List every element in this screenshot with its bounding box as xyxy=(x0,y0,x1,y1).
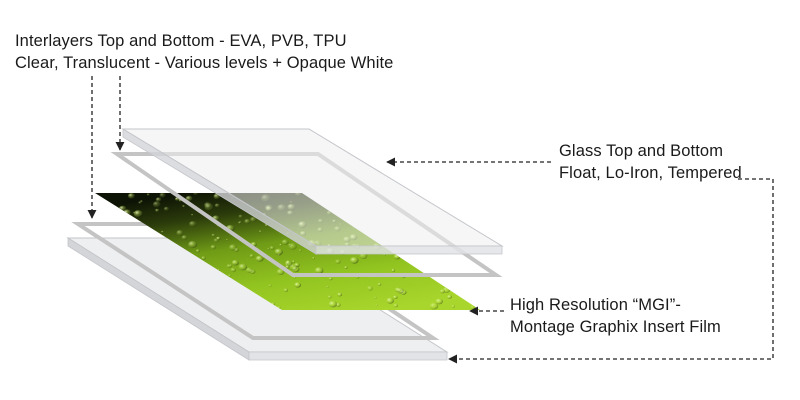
water-droplet xyxy=(244,219,251,224)
water-droplet xyxy=(396,287,404,294)
water-droplet xyxy=(374,296,377,299)
water-droplet xyxy=(163,206,170,211)
water-droplet xyxy=(146,193,150,196)
water-droplet xyxy=(228,274,232,277)
water-droplet xyxy=(267,248,270,250)
water-droplet xyxy=(327,295,332,299)
water-droplet xyxy=(269,246,275,250)
water-droplet xyxy=(249,254,254,258)
water-droplet xyxy=(230,267,237,273)
interlayers-label-line2: Clear, Translucent - Various levels + Op… xyxy=(15,54,394,72)
water-droplet xyxy=(155,197,162,202)
water-droplet xyxy=(393,303,398,308)
water-droplet xyxy=(375,304,378,307)
glass-leader-bottom xyxy=(448,178,774,364)
water-droplet xyxy=(216,236,221,241)
water-droplet xyxy=(231,259,239,266)
water-droplet xyxy=(279,243,283,246)
water-droplet xyxy=(292,260,295,263)
top-glass-sheet xyxy=(121,128,504,255)
water-droplet xyxy=(350,256,359,264)
water-droplet xyxy=(288,244,291,246)
water-droplet xyxy=(312,256,315,260)
water-droplet xyxy=(274,248,283,256)
water-droplet xyxy=(259,230,262,233)
water-droplet xyxy=(176,230,184,236)
water-droplet xyxy=(161,230,164,233)
water-droplet xyxy=(293,276,296,279)
water-droplet xyxy=(288,243,297,250)
water-droplet xyxy=(435,298,443,305)
water-droplet xyxy=(118,205,127,212)
water-droplet xyxy=(255,255,264,262)
water-droplet xyxy=(386,297,394,304)
water-droplet xyxy=(326,285,329,288)
water-droplet xyxy=(285,263,288,266)
water-droplet xyxy=(276,268,285,275)
water-droplet xyxy=(193,193,199,196)
water-droplet xyxy=(391,268,396,272)
interlayers-label-line1: Interlayers Top and Bottom - EVA, PVB, T… xyxy=(15,32,347,50)
water-droplet xyxy=(268,284,272,287)
water-droplet xyxy=(238,263,248,271)
water-droplet xyxy=(393,295,398,300)
water-droplet xyxy=(217,268,220,271)
water-droplet xyxy=(132,211,136,214)
water-droplet xyxy=(281,239,289,245)
water-droplet xyxy=(152,201,161,208)
water-droplet xyxy=(128,193,135,199)
glass-label-line1: Glass Top and Bottom xyxy=(559,142,724,160)
water-droplet xyxy=(214,203,220,208)
water-droplet xyxy=(470,305,475,309)
water-droplet xyxy=(314,267,324,274)
water-droplet xyxy=(189,221,197,227)
bottom-glass-sheet xyxy=(66,237,449,361)
water-droplet xyxy=(377,282,382,286)
water-droplet xyxy=(155,208,160,212)
water-droplet xyxy=(181,235,188,240)
water-droplet xyxy=(188,240,198,249)
water-droplet xyxy=(195,249,200,253)
water-droplet xyxy=(337,292,343,297)
water-droplet xyxy=(328,277,333,281)
water-droplet xyxy=(344,266,348,269)
water-droplet xyxy=(133,210,143,218)
water-droplet xyxy=(335,259,341,264)
water-droplet xyxy=(204,202,212,209)
glass-label-line2: Float, Lo-Iron, Tempered xyxy=(559,164,742,182)
water-droplet xyxy=(229,244,237,251)
water-droplet xyxy=(245,267,253,273)
water-droplet xyxy=(447,294,452,299)
water-droplet xyxy=(393,254,401,260)
water-droplet xyxy=(439,289,445,294)
glass-label: Glass Top and Bottom Float, Lo-Iron, Tem… xyxy=(559,140,742,184)
water-droplet xyxy=(159,193,166,198)
water-droplet xyxy=(294,282,302,288)
mgi-label-line2: Montage Graphix Insert Film xyxy=(510,318,721,336)
water-droplet xyxy=(182,205,186,208)
water-droplet xyxy=(328,300,337,308)
water-droplet xyxy=(226,238,229,241)
water-droplet xyxy=(140,200,143,203)
water-droplet xyxy=(238,214,243,219)
water-droplet xyxy=(211,233,216,237)
mgi-label-line1: High Resolution “MGI”- xyxy=(510,296,681,314)
water-droplet xyxy=(429,302,439,310)
water-droplet xyxy=(285,265,290,269)
water-droplet xyxy=(289,263,298,271)
interlayers-label: Interlayers Top and Bottom - EVA, PVB, T… xyxy=(15,30,393,74)
water-droplet xyxy=(451,304,456,308)
mgi-label: High Resolution “MGI”- Montage Graphix I… xyxy=(510,294,721,338)
water-droplet xyxy=(201,256,206,260)
water-droplet xyxy=(239,221,242,223)
water-droplet xyxy=(283,288,288,292)
water-droplet xyxy=(250,216,257,223)
water-droplet xyxy=(298,249,302,252)
water-droplet xyxy=(210,244,216,250)
water-droplet xyxy=(367,285,373,291)
water-droplet xyxy=(229,264,233,267)
water-droplet xyxy=(191,213,194,216)
